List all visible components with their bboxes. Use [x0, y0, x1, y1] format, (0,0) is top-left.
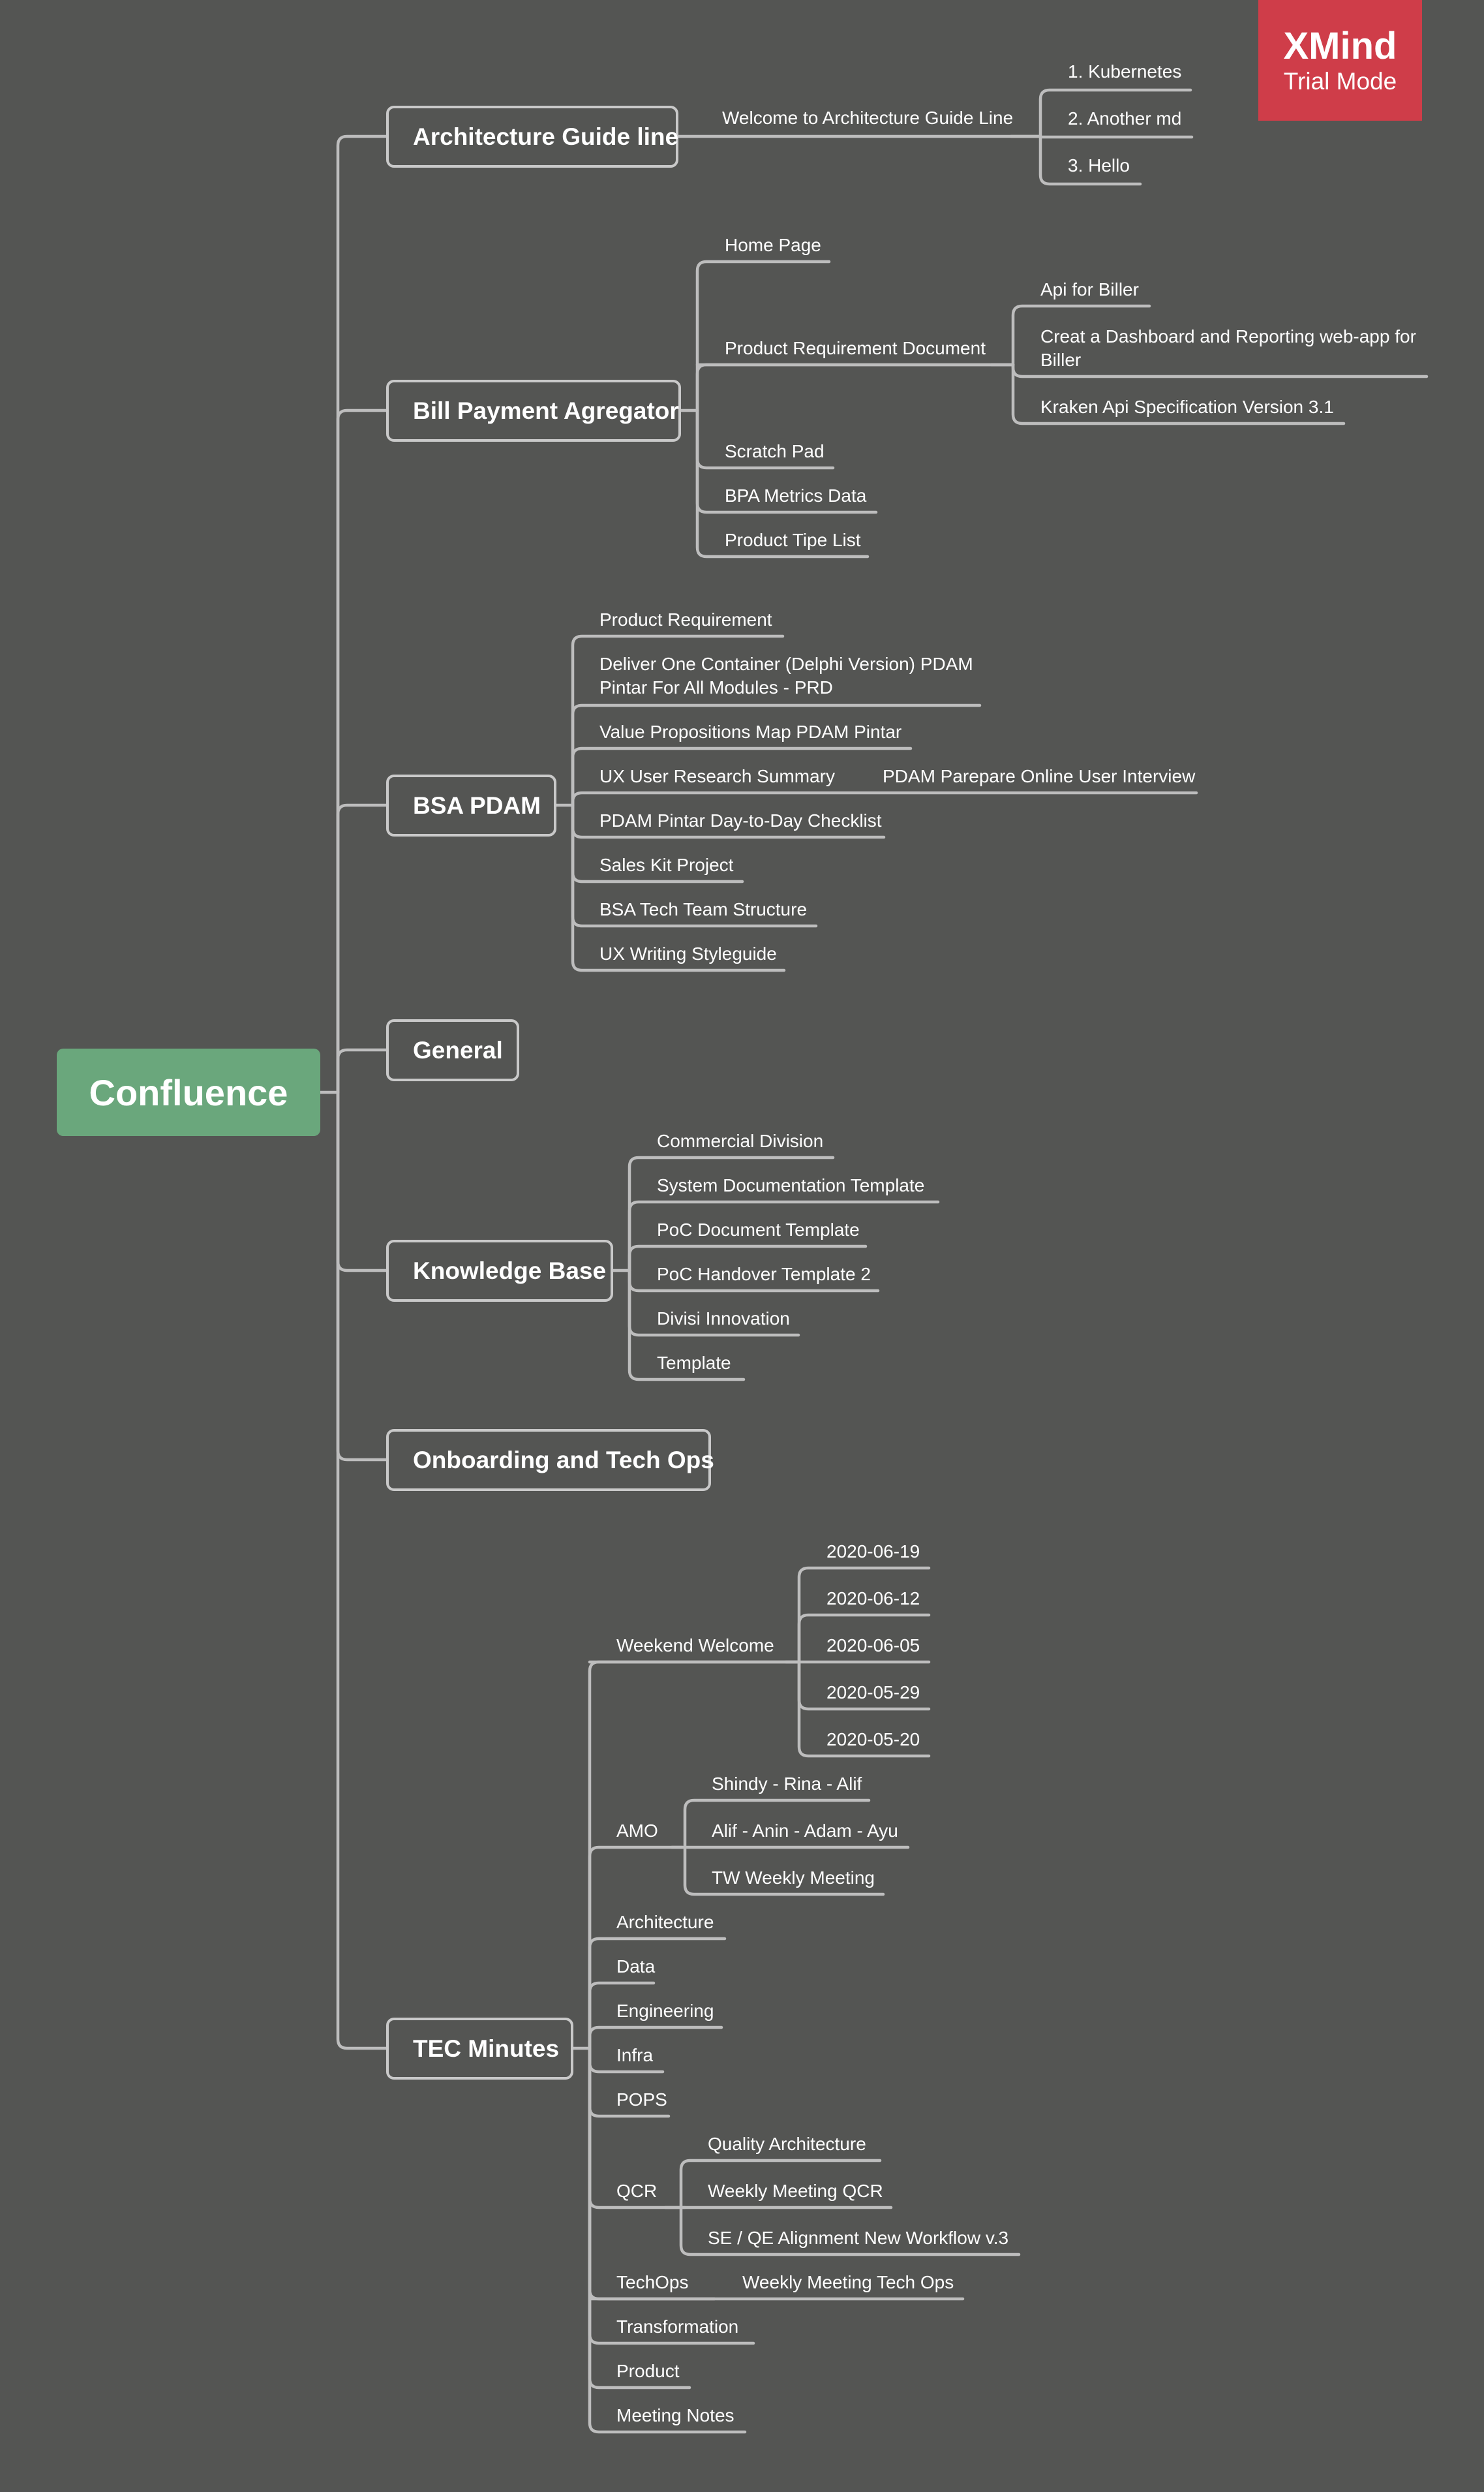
topic-2020-06-19[interactable]: 2020-06-19 [826, 1541, 920, 1561]
topic-transformation[interactable]: Transformation [616, 2316, 739, 2337]
branch-architecture-guide-line[interactable]: Architecture Guide line [386, 106, 678, 168]
topic-tw-weekly-meeting[interactable]: TW Weekly Meeting [712, 1868, 875, 1888]
topic-product-requirement-document[interactable]: Product Requirement Document [725, 338, 986, 358]
topic-2020-06-05[interactable]: 2020-06-05 [826, 1635, 920, 1655]
topic-template[interactable]: Template [657, 1353, 731, 1373]
topic-home-page[interactable]: Home Page [725, 235, 821, 255]
topic-system-documentation-template[interactable]: System Documentation Template [657, 1175, 925, 1195]
topic-shindy-rina-alif[interactable]: Shindy - Rina - Alif [712, 1774, 862, 1794]
topic-pops[interactable]: POPS [616, 2089, 667, 2110]
branch-bsa-pdam[interactable]: BSA PDAM [386, 775, 556, 837]
branch-onboarding-and-tech-ops[interactable]: Onboarding and Tech Ops [386, 1429, 714, 1491]
topic-scratch-pad[interactable]: Scratch Pad [725, 441, 825, 461]
topic-ux-user-research-summary[interactable]: UX User Research Summary [599, 766, 835, 786]
branch-general[interactable]: General [386, 1019, 519, 1081]
topic-kubernetes[interactable]: 1. Kubernetes [1068, 61, 1182, 82]
topic-welcome-architecture[interactable]: Welcome to Architecture Guide Line [722, 108, 1014, 128]
topic-weekend-welcome[interactable]: Weekend Welcome [616, 1635, 774, 1655]
topic-hello[interactable]: 3. Hello [1068, 155, 1130, 176]
topic-alif-anin-adam-ayu[interactable]: Alif - Anin - Adam - Ayu [712, 1821, 898, 1841]
topic-qcr[interactable]: QCR [616, 2181, 658, 2201]
topic-product[interactable]: Product [616, 2361, 680, 2381]
xmind-trial-watermark: XMind Trial Mode [1258, 0, 1422, 121]
topic-techops[interactable]: TechOps [616, 2272, 689, 2292]
topic-poc-document-template[interactable]: PoC Document Template [657, 1220, 860, 1240]
topic-2020-05-20[interactable]: 2020-05-20 [826, 1729, 920, 1749]
topic-meeting-notes[interactable]: Meeting Notes [616, 2405, 734, 2425]
topic-se-qe-alignment[interactable]: SE / QE Alignment New Workflow v.3 [708, 2228, 1009, 2248]
topic-quality-architecture[interactable]: Quality Architecture [708, 2134, 866, 2154]
watermark-title: XMind [1283, 24, 1397, 67]
topic-product-tipe-list[interactable]: Product Tipe List [725, 530, 861, 550]
topic-another-md[interactable]: 2. Another md [1068, 108, 1182, 129]
topic-deliver-one-container[interactable]: Deliver One Container (Delphi Version) P… [599, 654, 973, 698]
topic-data[interactable]: Data [616, 1956, 656, 1977]
topic-pdam-parepare-interview[interactable]: PDAM Parepare Online User Interview [883, 766, 1196, 786]
topic-weekly-meeting-qcr[interactable]: Weekly Meeting QCR [708, 2181, 883, 2201]
branch-tec-minutes[interactable]: TEC Minutes [386, 2018, 573, 2080]
topic-sales-kit-project[interactable]: Sales Kit Project [599, 855, 734, 875]
topic-dashboard-reporting[interactable]: Creat a Dashboard and Reporting web-app … [1040, 326, 1416, 370]
root-topic[interactable]: Confluence [57, 1049, 320, 1136]
topic-poc-handover-template-2[interactable]: PoC Handover Template 2 [657, 1264, 871, 1284]
topic-architecture[interactable]: Architecture [616, 1912, 714, 1932]
topic-bsa-tech-team-structure[interactable]: BSA Tech Team Structure [599, 899, 808, 919]
watermark-subtitle: Trial Mode [1283, 67, 1397, 95]
topic-weekly-meeting-tech-ops[interactable]: Weekly Meeting Tech Ops [742, 2272, 954, 2292]
topic-bpa-metrics-data[interactable]: BPA Metrics Data [725, 485, 867, 506]
topic-divisi-innovation[interactable]: Divisi Innovation [657, 1308, 790, 1329]
topic-kraken-api-spec[interactable]: Kraken Api Specification Version 3.1 [1040, 397, 1334, 417]
topic-commercial-division[interactable]: Commercial Division [657, 1131, 824, 1151]
topic-amo[interactable]: AMO [616, 1821, 658, 1841]
topic-product-requirement[interactable]: Product Requirement [599, 609, 772, 630]
topic-infra[interactable]: Infra [616, 2045, 654, 2065]
topic-2020-06-12[interactable]: 2020-06-12 [826, 1588, 920, 1608]
topic-pdam-pintar-checklist[interactable]: PDAM Pintar Day-to-Day Checklist [599, 810, 882, 831]
topic-api-for-biller[interactable]: Api for Biller [1040, 279, 1139, 300]
topic-value-propositions-map[interactable]: Value Propositions Map PDAM Pintar [599, 722, 902, 742]
branch-bill-payment-agregator[interactable]: Bill Payment Agregator [386, 380, 681, 442]
topic-2020-05-29[interactable]: 2020-05-29 [826, 1682, 920, 1702]
topic-ux-writing-styleguide[interactable]: UX Writing Styleguide [599, 944, 777, 964]
topic-engineering[interactable]: Engineering [616, 2001, 714, 2021]
branch-knowledge-base[interactable]: Knowledge Base [386, 1240, 613, 1302]
